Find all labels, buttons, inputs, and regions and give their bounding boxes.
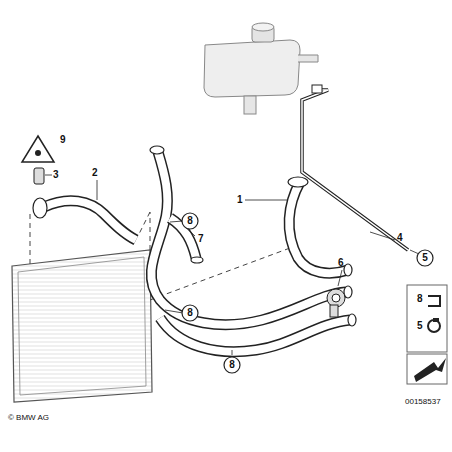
legend-frame [407,285,447,352]
callout-circle: 5 [416,249,434,267]
callout-circle: 8 [223,356,241,374]
callout-number: 6 [338,258,344,268]
warning-symbol [35,150,41,156]
callout-number: 1 [237,195,243,205]
arrow-symbol [414,358,446,382]
symbol-frame [407,354,447,384]
callout-number: 7 [198,234,204,244]
clamp-icon [433,318,439,322]
assembly-line [138,212,150,236]
callout-number: 8 [229,360,235,370]
clip-icon [428,296,440,306]
hose-clamp [327,289,345,317]
copyright-note: © BMW AG [8,414,49,422]
callout-circle: 8 [181,212,199,230]
callout-number: 8 [187,216,193,226]
callout-number: 8 [187,308,193,318]
radiator-core [18,257,146,395]
callout-number: 5 [422,253,428,263]
assembly-line [30,214,31,264]
vent-line [302,90,408,250]
callout-number: 4 [397,233,403,243]
hose-connector [33,146,356,326]
radiator [12,250,152,402]
assembly-line [150,212,151,250]
callout-number: 8 [417,294,423,304]
temperature-sensor [34,168,44,184]
warning-label [22,136,54,162]
legend-box: 85 [407,285,447,352]
callout-number: 9 [60,135,66,145]
callout-number: 3 [53,170,59,180]
callout-circle: 8 [181,304,199,322]
assembly-line [150,248,290,300]
vent-line [302,90,408,250]
callout-number: 2 [92,168,98,178]
leader-line [45,175,419,355]
vent-connector [312,85,322,93]
diagram-number: 00158537 [405,398,441,406]
callout-number: 5 [417,321,423,331]
